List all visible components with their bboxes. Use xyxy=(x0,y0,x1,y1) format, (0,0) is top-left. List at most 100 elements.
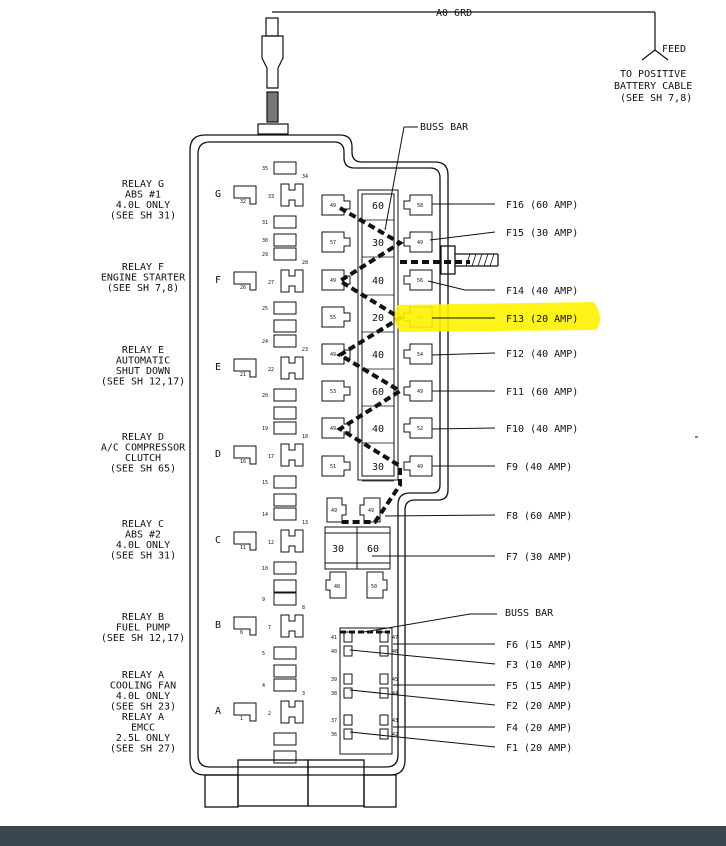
relay-socket-small xyxy=(273,301,297,315)
relay-terminal-number: 26 xyxy=(240,285,246,291)
maxi-fuse-amp: 60 xyxy=(372,201,384,212)
maxi-terminal-number: 55 xyxy=(330,315,336,321)
relay-socket-small xyxy=(273,421,297,435)
maxi-fuse-amp: 30 xyxy=(372,238,384,249)
mini-fuse-slot-left xyxy=(343,714,353,726)
footer-bar xyxy=(0,826,726,846)
fuse-label-f9: F9 (40 AMP) xyxy=(506,462,572,473)
f8-terminal-right: 49 xyxy=(368,508,374,514)
maxi-fuse-frame xyxy=(357,189,399,481)
relay-terminal-number: 18 xyxy=(302,434,308,440)
mini-fuse-slot-right xyxy=(379,631,389,643)
relay-terminal-number: 11 xyxy=(240,545,246,551)
maxi-terminal-right xyxy=(403,231,433,253)
relay-socket-large xyxy=(233,531,257,551)
relay-socket-large xyxy=(233,271,257,291)
relay-desc-line: FUEL PUMP xyxy=(116,623,170,634)
mini-fuse-number: 41 xyxy=(331,635,337,641)
relay-desc-line: 4.0L ONLY xyxy=(116,691,170,702)
feed-label: FEED xyxy=(662,44,686,55)
relay-desc-line: CLUTCH xyxy=(125,453,161,464)
mini-fuse-number: 43 xyxy=(392,718,398,724)
mini-fuse-number: 47 xyxy=(392,635,398,641)
fuse-label-f1: F1 (20 AMP) xyxy=(506,743,572,754)
maxi-terminal-left xyxy=(321,455,351,477)
relay-socket-large xyxy=(233,445,257,465)
relay-terminal-number: 34 xyxy=(302,174,308,180)
relay-terminal-number: 8 xyxy=(302,605,305,611)
fuse-label-f5: F5 (15 AMP) xyxy=(506,681,572,692)
stud-threads xyxy=(465,253,495,267)
relay-terminal-number: 17 xyxy=(268,454,274,460)
fuse-label-f13: F13 (20 AMP) xyxy=(506,314,578,325)
f7-terminal-right: 50 xyxy=(371,584,377,590)
maxi-terminal-right xyxy=(403,194,433,216)
relay-desc-line: A/C COMPRESSOR xyxy=(101,443,186,454)
relay-letter: E xyxy=(215,362,221,373)
fuse-label-f7: F7 (30 AMP) xyxy=(506,552,572,563)
relay-terminal-h xyxy=(280,614,304,638)
relay-socket-small xyxy=(273,388,297,402)
mini-fuse-slot-left xyxy=(343,645,353,657)
maxi-fuse-amp: 30 xyxy=(372,462,384,473)
maxi-terminal-right xyxy=(403,455,433,477)
relay-letter: A xyxy=(215,706,221,717)
relay-socket-small xyxy=(273,507,297,521)
relay-desc-line: EMCC xyxy=(131,723,155,734)
fuse-label-f6: F6 (15 AMP) xyxy=(506,640,572,651)
maxi-terminal-number: 49 xyxy=(417,240,423,246)
relay-terminal-h xyxy=(280,183,304,207)
relay-desc-line: (SEE SH 27) xyxy=(110,744,176,755)
fuse-label-f2: F2 (20 AMP) xyxy=(506,701,572,712)
f7-terminal-left: 48 xyxy=(334,584,340,590)
relay-socket-small xyxy=(273,161,297,175)
relay-terminal-number: 27 xyxy=(268,280,274,286)
maxi-fuse-column: 6049583057494049562055494049546053494049… xyxy=(321,189,433,482)
maxi-terminal-number: 49 xyxy=(417,389,423,395)
feed-wire xyxy=(257,11,669,135)
feed-note-line: (SEE SH 7,8) xyxy=(620,93,692,104)
maxi-terminal-left xyxy=(321,417,351,439)
relay-terminal-number: 2 xyxy=(268,711,271,717)
buss-bar-path xyxy=(336,206,470,524)
relay-terminal-number: 19 xyxy=(262,426,268,432)
relay-desc-line: RELAY A xyxy=(122,670,164,681)
maxi-terminal-number: 54 xyxy=(417,352,423,358)
buss-bar-label-lower: BUSS BAR xyxy=(505,608,554,619)
maxi-terminal-number: 57 xyxy=(330,240,336,246)
f7-block-amp-left: 30 xyxy=(332,544,344,555)
relay-desc-line: RELAY F xyxy=(122,262,164,273)
relay-terminal-number: 23 xyxy=(302,347,308,353)
relay-socket-large xyxy=(233,358,257,378)
maxi-terminal-number: 49 xyxy=(417,464,423,470)
relay-desc-line: 4.0L ONLY xyxy=(116,540,170,551)
maxi-terminal-number: 58 xyxy=(417,203,423,209)
fuse-label-list: F16 (60 AMP) F15 (30 AMP) F14 (40 AMP) F13 … xyxy=(506,200,578,754)
relay-desc-line: SHUT DOWN xyxy=(116,366,170,377)
relay-terminal-number: 16 xyxy=(240,459,246,465)
buss-bar-label-top: BUSS BAR xyxy=(420,122,469,133)
relay-socket-small xyxy=(273,233,297,247)
relay-socket-small xyxy=(273,664,297,678)
mini-fuse-number: 37 xyxy=(331,718,337,724)
relay-terminal-number: 15 xyxy=(262,480,268,486)
fuse-label-f15: F15 (30 AMP) xyxy=(506,228,578,239)
maxi-terminal-left xyxy=(321,343,351,365)
relay-terminal-h xyxy=(280,356,304,380)
mini-fuse-number: 45 xyxy=(392,677,398,683)
relay-desc-line: RELAY E xyxy=(122,345,164,356)
maxi-terminal-number: 49 xyxy=(330,203,336,209)
relay-desc-line: (SEE SH 65) xyxy=(110,464,176,475)
fuse-label-f16: F16 (60 AMP) xyxy=(506,200,578,211)
fuse-label-f14: F14 (40 AMP) xyxy=(506,286,578,297)
mini-fuse-number: 39 xyxy=(331,677,337,683)
fuse-label-f8: F8 (60 AMP) xyxy=(506,511,572,522)
relay-terminal-number: 30 xyxy=(262,238,268,244)
relay-socket-large xyxy=(233,702,257,722)
relay-letter: D xyxy=(215,449,221,460)
fuse-label-f12: F12 (40 AMP) xyxy=(506,349,578,360)
fuse-box-diagram: A0 6RD FEED TO POSITIVE BATTERY CABLE (S… xyxy=(101,8,698,808)
maxi-terminal-number: 49 xyxy=(330,426,336,432)
relay-terminal-h xyxy=(280,529,304,553)
